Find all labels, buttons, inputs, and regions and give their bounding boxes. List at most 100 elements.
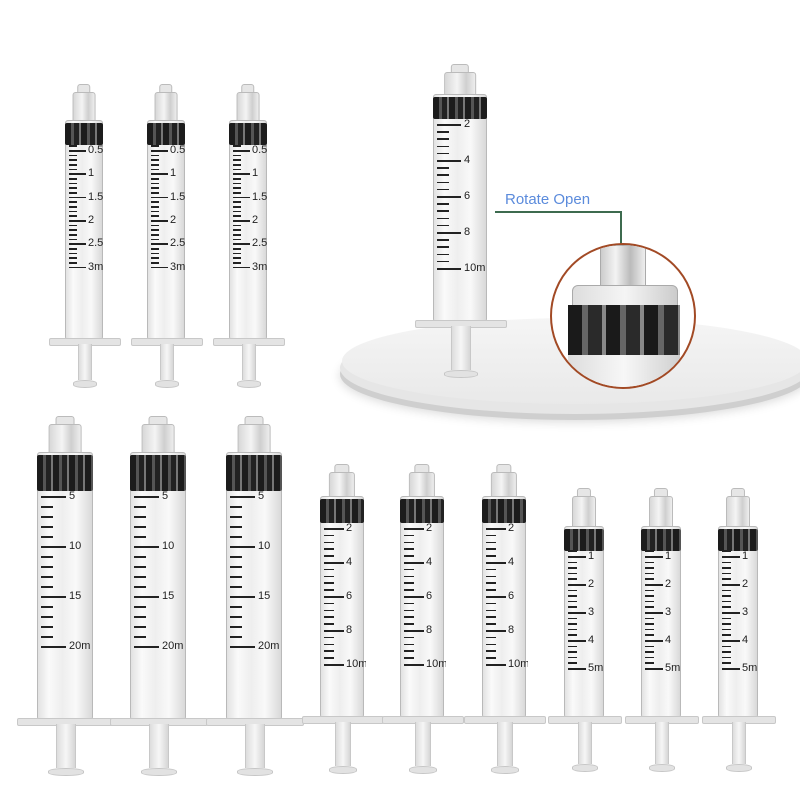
scale-tick — [568, 595, 577, 597]
scale-tick — [69, 150, 87, 152]
scale-tick — [151, 234, 160, 236]
plunger-seal — [641, 529, 681, 551]
scale-label: 4 — [742, 635, 749, 646]
scale-tick — [134, 596, 160, 598]
scale-tick — [41, 596, 67, 598]
scale-tick — [324, 575, 334, 578]
plunger-seal — [130, 455, 186, 491]
scale-tick — [486, 562, 506, 564]
scale-tick — [233, 266, 251, 269]
scale-tick — [324, 602, 334, 605]
scale-tick — [69, 210, 78, 213]
plunger-rod — [414, 722, 432, 766]
scale-tick — [645, 578, 654, 580]
scale-label: 15 — [258, 591, 271, 602]
scale-tick — [230, 496, 256, 498]
scale-label: 8 — [464, 227, 471, 238]
scale-tick — [134, 576, 147, 578]
plunger-seal — [226, 455, 282, 491]
scale-label: 3 — [742, 607, 749, 618]
scale-tick — [134, 646, 160, 648]
scale-tick — [437, 152, 449, 155]
scale-tick — [568, 628, 577, 631]
scale-tick — [568, 634, 577, 636]
scale-tick — [324, 643, 334, 646]
scale-label: 6 — [426, 591, 433, 602]
scale-tick — [568, 645, 577, 648]
thumb-press — [72, 380, 98, 388]
scale-tick — [645, 589, 654, 592]
scale-tick — [69, 168, 78, 171]
scale-label: 1 — [588, 551, 595, 562]
scale-tick — [645, 668, 663, 670]
luer-lock-zoom-circle — [550, 243, 696, 389]
scale-tick — [486, 575, 496, 578]
scale-label: 3m — [170, 261, 186, 273]
plunger-rod — [159, 344, 175, 380]
scale-tick — [486, 568, 496, 571]
scale-tick — [437, 167, 449, 169]
scale-tick — [230, 616, 243, 618]
scale-tick — [41, 546, 67, 548]
scale-tick — [324, 596, 344, 598]
scale-label: 2 — [464, 119, 471, 130]
scale-tick — [437, 253, 449, 256]
scale-label: 2 — [170, 215, 177, 226]
plunger-seal — [147, 123, 185, 145]
scale-tick — [230, 606, 243, 608]
scale-tick — [324, 562, 344, 564]
luer-lock-hub — [328, 472, 356, 498]
scale-tick — [233, 224, 242, 227]
scale-label: 2.5 — [252, 238, 268, 250]
scale-tick — [568, 578, 577, 580]
scale-tick — [233, 159, 242, 161]
scale-tick — [151, 243, 169, 245]
scale-tick — [568, 640, 586, 642]
scale-tick — [233, 187, 242, 189]
scale-label: 1 — [742, 551, 749, 562]
scale-tick — [645, 617, 654, 620]
scale-tick — [568, 617, 577, 620]
scale-tick — [722, 662, 731, 664]
scale-label: 6 — [508, 591, 515, 602]
scale-tick — [230, 526, 243, 528]
scale-tick — [69, 173, 87, 175]
scale-tick — [645, 634, 654, 636]
scale-tick — [404, 643, 414, 646]
scale-tick — [233, 234, 242, 236]
syringe-barrel — [482, 496, 526, 718]
scale-label: 1 — [665, 551, 672, 562]
scale-tick — [722, 584, 740, 586]
scale-tick — [134, 566, 147, 568]
scale-label: 5 — [162, 491, 169, 502]
scale-tick — [324, 548, 334, 550]
scale-tick — [151, 164, 160, 166]
scale-label: 0.5 — [88, 145, 104, 156]
scale-tick — [324, 568, 334, 571]
scale-tick — [134, 606, 147, 608]
scale-tick — [722, 634, 731, 636]
scale-tick — [404, 548, 414, 550]
scale-label: 5 — [69, 491, 76, 502]
scale-tick — [486, 602, 496, 605]
scale-tick — [69, 224, 78, 227]
scale-tick — [324, 650, 334, 652]
scale-label: 2.5 — [88, 238, 104, 250]
scale-tick — [404, 636, 414, 639]
scale-tick — [151, 173, 169, 175]
scale-tick — [645, 606, 654, 608]
scale-tick — [568, 550, 577, 552]
scale-tick — [437, 181, 449, 184]
scale-label: 6 — [464, 191, 471, 202]
scale-tick — [41, 536, 54, 538]
scale-label: 15 — [69, 591, 82, 602]
scale-label: 1 — [88, 168, 95, 180]
scale-tick — [41, 636, 54, 638]
scale-tick — [69, 238, 78, 241]
scale-tick — [437, 160, 462, 162]
scale-tick — [69, 266, 87, 269]
scale-tick — [233, 220, 251, 222]
thumb-press — [649, 764, 675, 772]
scale-tick — [722, 668, 740, 670]
scale-tick — [233, 164, 242, 166]
